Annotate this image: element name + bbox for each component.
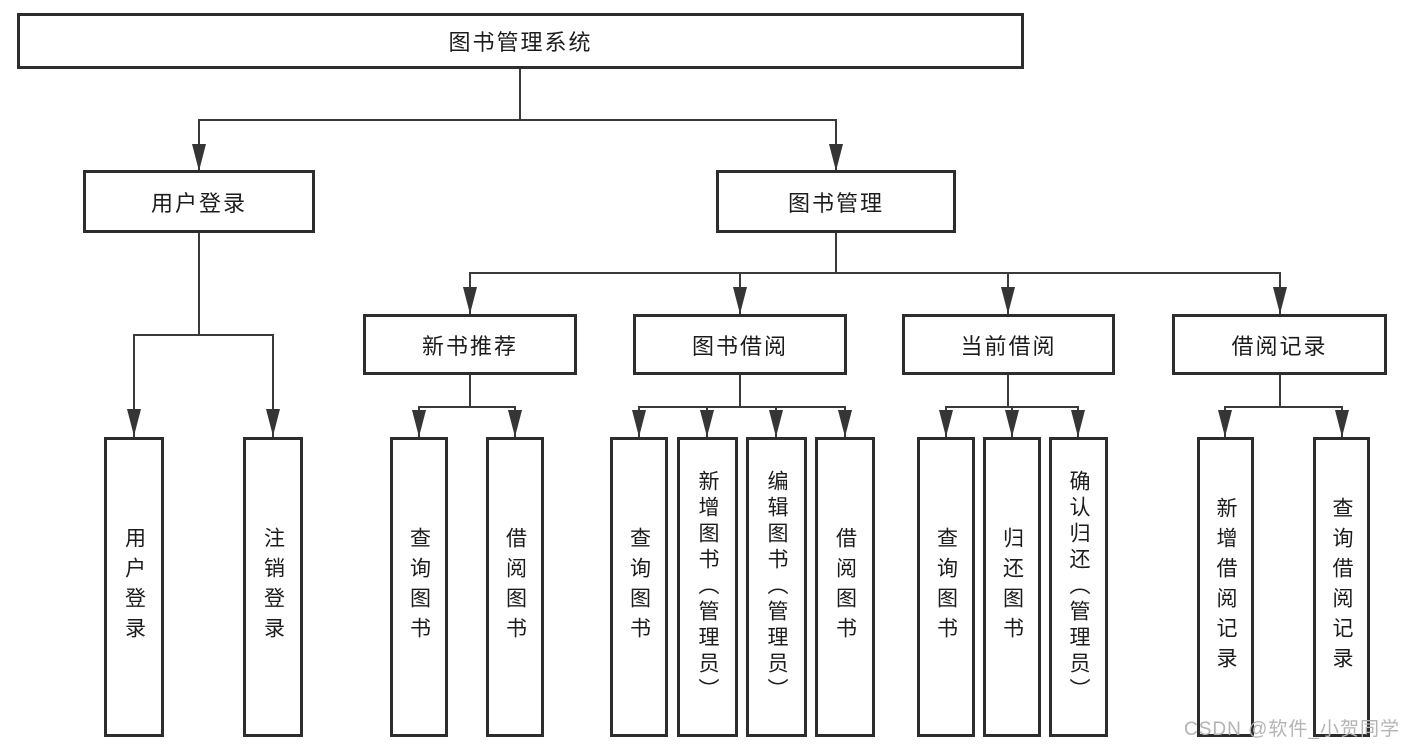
node-label: 归还图书 — [1000, 527, 1024, 647]
leaf-nb-borrow-books: 借阅图书 — [486, 437, 544, 737]
node-label: 借阅图书 — [833, 527, 857, 647]
connector-vline — [1279, 375, 1281, 408]
connector-vline — [469, 375, 471, 408]
connector-arrowhead — [829, 144, 843, 171]
leaf-bb-query-books: 查询图书 — [610, 437, 668, 737]
node-root: 图书管理系统 — [17, 13, 1024, 69]
node-label: 借阅图书 — [503, 527, 527, 647]
connector-arrowhead — [192, 144, 206, 171]
connector-vline — [198, 233, 200, 336]
connector-vline — [739, 375, 741, 408]
connector-vline — [1007, 375, 1009, 408]
leaf-nb-query-books: 查询图书 — [390, 437, 448, 737]
node-label: 图书借阅 — [691, 333, 788, 359]
node-label: 新增借阅记录 — [1214, 497, 1237, 677]
connector-arrowhead — [1005, 410, 1019, 437]
leaf-bb-add-books-admin: 新增图书（管理员） — [677, 437, 738, 737]
connector-arrowhead — [412, 410, 426, 437]
csdn-watermark: CSDN @软件_小贺同学 — [1184, 719, 1400, 740]
connector-arrowhead — [1001, 287, 1015, 314]
node-new-book-recommend: 新书推荐 — [363, 314, 577, 375]
connector-arrowhead — [463, 287, 477, 314]
node-label: 编辑图书（管理员） — [765, 470, 788, 704]
connector-arrowhead — [1273, 287, 1287, 314]
node-label: 借阅记录 — [1231, 333, 1328, 359]
node-label: 查询图书 — [934, 527, 958, 647]
leaf-bb-edit-books-admin: 编辑图书（管理员） — [746, 437, 807, 737]
connector-arrowhead — [632, 410, 646, 437]
connector-vline — [519, 69, 521, 120]
connector-arrowhead — [127, 409, 141, 436]
connector-arrowhead — [769, 410, 783, 437]
connector-arrowhead — [838, 410, 852, 437]
node-borrowing-records: 借阅记录 — [1172, 314, 1387, 375]
connector-hline — [1224, 406, 1343, 408]
node-label: 用户登录 — [122, 527, 146, 647]
connector-arrowhead — [700, 410, 714, 437]
node-book-borrowing: 图书借阅 — [633, 314, 847, 375]
node-book-management: 图书管理 — [716, 170, 956, 233]
node-user-login: 用户登录 — [83, 170, 315, 233]
connector-arrowhead — [1071, 410, 1085, 437]
leaf-bb-borrow-books: 借阅图书 — [815, 437, 875, 737]
connector-arrowhead — [1218, 410, 1232, 437]
connector-vline — [272, 334, 274, 437]
connector-arrowhead — [1335, 410, 1349, 437]
connector-hline — [198, 119, 837, 121]
connector-hline — [469, 272, 1281, 274]
connector-arrowhead — [266, 409, 280, 436]
node-label: 查询借阅记录 — [1330, 497, 1353, 677]
node-label: 图书管理系统 — [448, 30, 593, 55]
leaf-logout: 注销登录 — [243, 437, 303, 737]
node-label: 注销登录 — [261, 527, 285, 647]
node-label: 当前借阅 — [960, 333, 1057, 359]
leaf-user-login: 用户登录 — [104, 437, 164, 737]
leaf-br-query-record: 查询借阅记录 — [1313, 437, 1370, 737]
leaf-br-add-record: 新增借阅记录 — [1197, 437, 1254, 737]
node-label: 确认归还（管理员） — [1067, 470, 1090, 704]
connector-arrowhead — [508, 410, 522, 437]
leaf-cb-query-books: 查询图书 — [917, 437, 975, 737]
leaf-cb-return-books: 归还图书 — [983, 437, 1041, 737]
connector-hline — [418, 406, 516, 408]
leaf-cb-confirm-return-admin: 确认归还（管理员） — [1049, 437, 1108, 737]
connector-hline — [638, 406, 846, 408]
connector-arrowhead — [733, 287, 747, 314]
connector-vline — [133, 334, 135, 437]
node-current-borrowing: 当前借阅 — [902, 314, 1115, 375]
node-label: 图书管理 — [787, 190, 884, 216]
node-label: 查询图书 — [627, 527, 651, 647]
connector-arrowhead — [939, 410, 953, 437]
node-label: 用户登录 — [150, 190, 247, 216]
connector-vline — [835, 233, 837, 274]
node-label: 新增图书（管理员） — [696, 470, 719, 704]
node-label: 查询图书 — [407, 527, 431, 647]
connector-hline — [133, 334, 274, 336]
node-label: 新书推荐 — [421, 333, 518, 359]
